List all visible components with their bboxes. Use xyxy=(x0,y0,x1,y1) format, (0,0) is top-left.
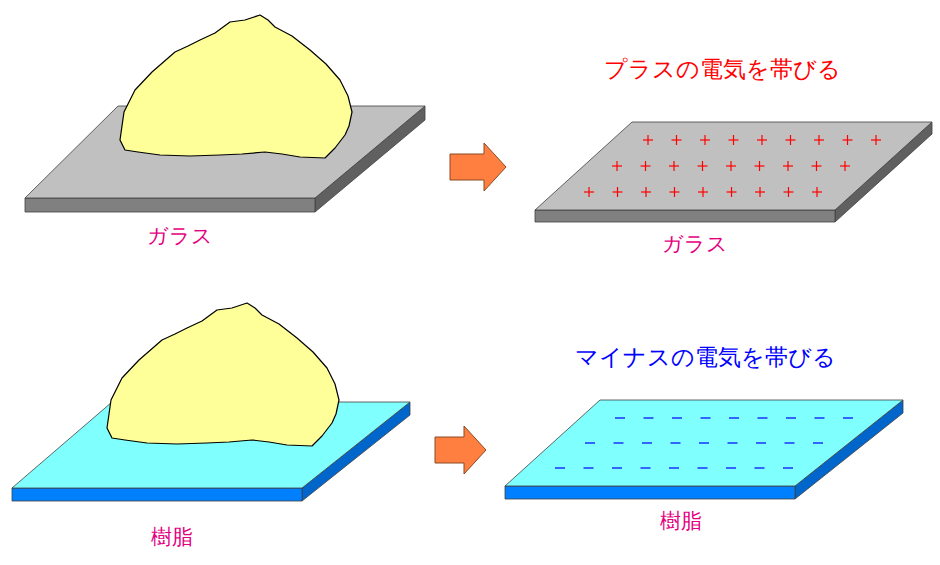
material-label: 樹脂 xyxy=(151,525,193,550)
charge-heading: マイナスの電気を帯びる xyxy=(575,344,836,372)
charge-heading: プラスの電気を帯びる xyxy=(604,56,841,84)
material-label: ガラス xyxy=(662,232,728,257)
block-arrow xyxy=(450,143,506,191)
charged-plate: プラスの電気を帯びるガラス xyxy=(528,48,936,260)
material-label: ガラス xyxy=(147,224,213,249)
block-arrow xyxy=(435,426,486,474)
charged-plate: 樹脂 xyxy=(6,290,416,555)
charged-plate: ガラス xyxy=(18,8,432,263)
charged-plate: マイナスの電気を帯びる樹脂 xyxy=(498,336,908,540)
material-label: 樹脂 xyxy=(660,509,702,534)
